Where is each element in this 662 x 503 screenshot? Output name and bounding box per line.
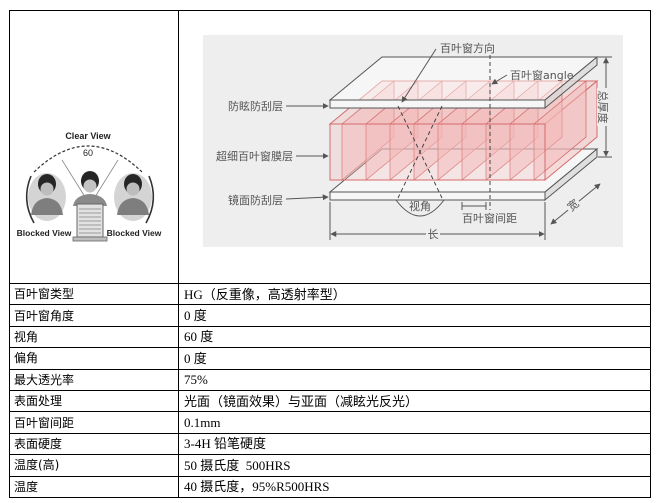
high-temperature-value-text: 50 摄氏度 500HRS — [184, 457, 291, 473]
length-label-bg — [426, 226, 440, 240]
spec-table: Clear View 60 — [9, 10, 651, 498]
surface-treatment-value: 光面（镜面效果）与亚面（减眩光反光） — [179, 390, 651, 413]
louver-direction-label: 百叶窗方向 — [440, 41, 495, 55]
louver-angle-value-text: 0 度 — [184, 308, 207, 324]
max-transmittance-value-text: 75% — [184, 372, 208, 388]
surface-hardness-value-text: 3-4H 铅笔硬度 — [184, 436, 266, 452]
offset-angle-value: 0 度 — [179, 348, 651, 370]
louver-layer-front — [329, 123, 546, 181]
temperature-humidity-value-text: 40 摄氏度，95%R500HRS — [184, 479, 330, 495]
right-person-body — [117, 198, 149, 215]
louver-pitch-row-label: 百叶窗间距 — [10, 412, 179, 434]
viewing-angle-label: 视角 — [10, 326, 179, 349]
louver-pitch-row-label-text: 百叶窗间距 — [14, 415, 75, 430]
viewing-angle-illustration: Clear View 60 — [17, 131, 162, 242]
width-label-group: 宽 — [563, 195, 583, 215]
high-temperature-label: 温度(高) — [10, 455, 179, 477]
offset-angle-label: 偏角 — [10, 348, 179, 370]
monitor-base — [72, 236, 108, 242]
offset-angle-value-text: 0 度 — [184, 350, 207, 366]
center-person-face — [83, 179, 97, 193]
high-temperature-label-text: 温度(高) — [14, 458, 60, 473]
bottom-layer-arrow — [285, 194, 329, 201]
offset-angle-label-text: 偏角 — [14, 351, 39, 366]
left-person-body — [31, 198, 63, 215]
viewing-angle-label-text: 视角 — [14, 329, 39, 344]
total-thickness-label: 总厚度 — [596, 91, 610, 124]
top-layer-front — [329, 99, 546, 109]
surface-treatment-value-text: 光面（镜面效果）与亚面（减眩光反光） — [184, 393, 419, 409]
clear-view-label: Clear View — [65, 131, 111, 141]
angle-label: 60 — [83, 148, 93, 158]
top-layer-slab — [328, 55, 599, 110]
blocked-view-right-label: Blocked View — [107, 228, 162, 238]
louver-type-label: 百叶窗类型 — [10, 284, 179, 306]
view-angle-arc — [395, 199, 445, 217]
louver-slat — [533, 80, 587, 181]
louver-angle-pointer — [491, 74, 508, 85]
top-layer-label: 防眩防刮层 — [228, 99, 283, 113]
high-temperature-value: 50 摄氏度 500HRS — [179, 455, 651, 477]
privacy-film-structure-diagram: 视角 百叶窗方向 百叶窗angle 百叶窗间距 防眩防刮层 超细百叶窗膜层 镜面… — [203, 35, 623, 247]
louver-type-value: HG（反重像，高透射率型） — [179, 284, 651, 306]
louver-type-label-text: 百叶窗类型 — [14, 287, 75, 302]
surface-hardness-label-text: 表面硬度 — [14, 436, 63, 451]
viewing-angle-value-text: 60 度 — [184, 329, 214, 345]
left-person-face — [40, 182, 54, 196]
max-transmittance-label: 最大透光率 — [10, 369, 179, 391]
louver-angle-value: 0 度 — [179, 305, 651, 327]
louver-pitch-dimension — [461, 202, 487, 210]
monitor — [72, 203, 108, 242]
louver-layer — [328, 79, 599, 182]
surface-hardness-value: 3-4H 铅笔硬度 — [179, 433, 651, 456]
view-angle-label: 视角 — [409, 199, 431, 213]
temperature-humidity-label-text: 温度 — [14, 479, 39, 494]
surface-treatment-label: 表面处理 — [10, 390, 179, 413]
viewing-angle-value: 60 度 — [179, 326, 651, 349]
temperature-humidity-label: 温度 — [10, 476, 179, 498]
louver-direction-pointer — [401, 48, 437, 103]
blocked-view-left-label: Blocked View — [17, 228, 72, 238]
length-label: 长 — [428, 228, 439, 241]
diagram-cell: 视角 百叶窗方向 百叶窗angle 百叶窗间距 防眩防刮层 超细百叶窗膜层 镜面… — [179, 11, 651, 284]
blocked-zone-right-edge — [145, 175, 155, 224]
louver-angle-label-text: 百叶窗角度 — [14, 308, 75, 323]
louver-layer-label: 超细百叶窗膜层 — [216, 149, 293, 163]
thickness-label-bg — [597, 88, 611, 126]
louver-pitch-label: 百叶窗间距 — [462, 211, 517, 225]
bottom-layer-label: 镜面防刮层 — [228, 193, 283, 207]
max-transmittance-label-text: 最大透光率 — [14, 372, 75, 387]
right-person-face — [126, 182, 140, 196]
louver-angle-label: 百叶窗角度 — [10, 305, 179, 327]
louver-pitch-row-value: 0.1mm — [179, 412, 651, 434]
max-transmittance-value: 75% — [179, 369, 651, 391]
louver-angle-label: 百叶窗angle — [510, 68, 574, 82]
louver-pitch-row-value-text: 0.1mm — [184, 415, 221, 431]
width-label-bg — [563, 195, 583, 215]
temperature-humidity-value: 40 摄氏度，95%R500HRS — [179, 476, 651, 498]
louver-type-value-text: HG（反重像，高透射率型） — [184, 286, 346, 302]
clear-view-arc — [33, 145, 143, 173]
blocked-zone-left-edge — [25, 175, 35, 224]
surface-treatment-label-text: 表面处理 — [14, 394, 63, 409]
view-angle-line-right — [397, 105, 443, 199]
surface-hardness-label: 表面硬度 — [10, 433, 179, 456]
bottom-layer-front — [329, 191, 546, 201]
center-person-body — [73, 194, 107, 206]
illustration-cell: Clear View 60 — [10, 11, 179, 284]
